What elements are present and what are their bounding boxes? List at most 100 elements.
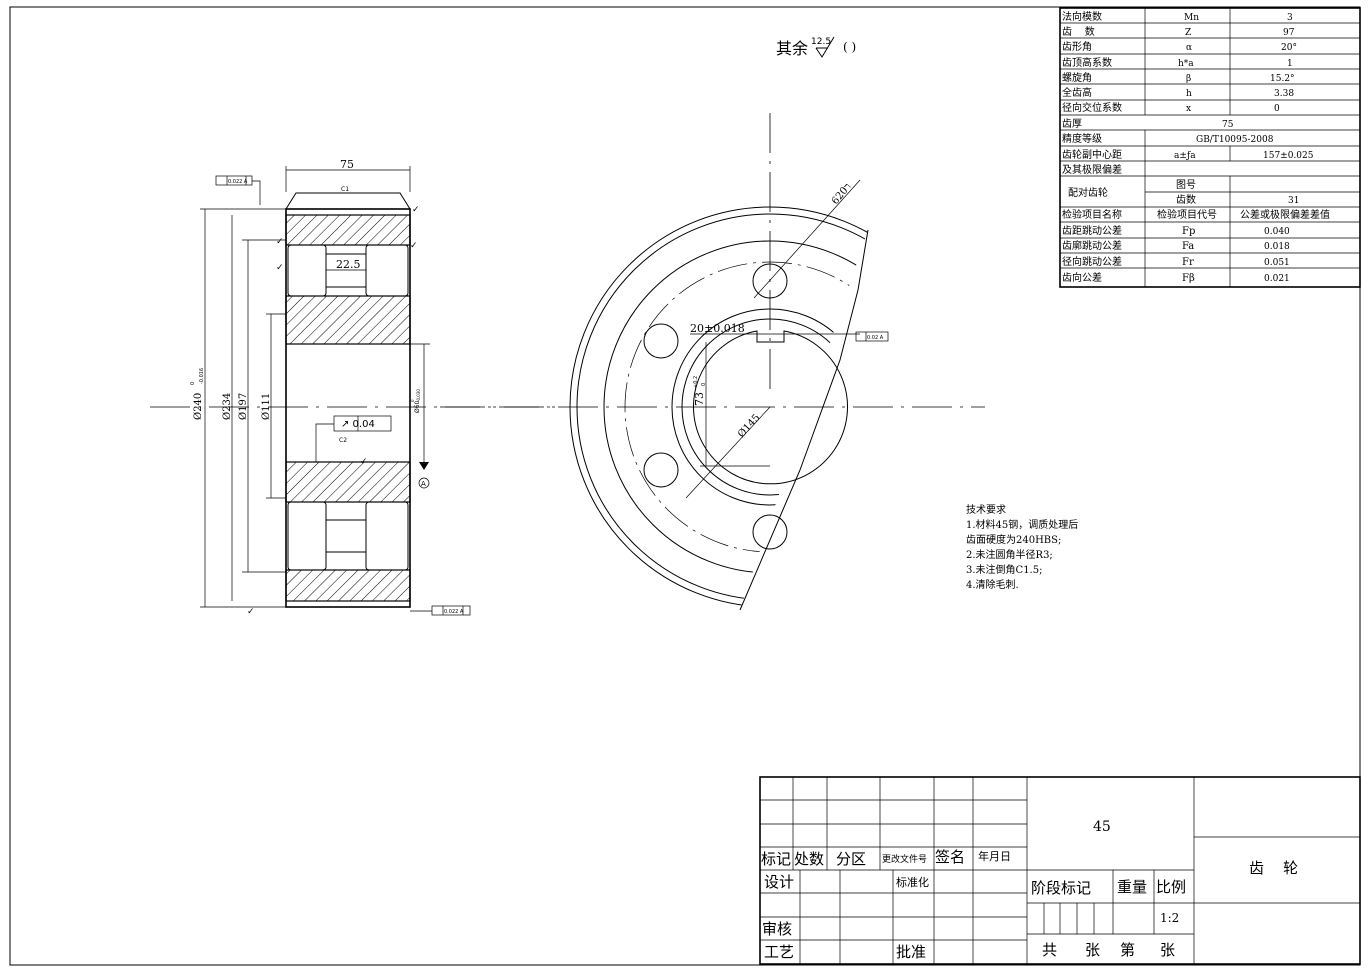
gear-table: 法向模数 Mn 3 齿 数 Z 97 齿形角 α 20° 齿顶高系数 h*a 1… <box>1059 7 1361 288</box>
tb-count: 处数 <box>794 850 824 868</box>
tech-line-5: 4.清除毛刺. <box>966 578 1019 591</box>
mating-name: 配对齿轮 <box>1068 186 1108 199</box>
holes-dim: 6ר20 <box>830 181 854 207</box>
mating-drawing-label: 图号 <box>1176 179 1196 191</box>
tech-line-4: 3.未注倒角C1.5; <box>966 563 1042 576</box>
slot-dim: 22.5 <box>336 258 361 271</box>
bore-tol-lower: -0.030 <box>416 389 421 402</box>
tech-line-3: 2.未注圆角半径R3; <box>966 548 1053 561</box>
svg-text:✓: ✓ <box>276 237 284 247</box>
svg-text:✓: ✓ <box>247 607 255 617</box>
tb-approve: 批准 <box>896 943 926 961</box>
tb-process: 工艺 <box>764 943 794 961</box>
tb-sheet-unit1: 张 <box>1085 941 1100 959</box>
center-sym: a±ƒa <box>1174 151 1196 161</box>
param-name-5: 全齿高 <box>1062 86 1092 99</box>
inspect-h-code: 检验项目代号 <box>1157 208 1217 221</box>
center-val: 157±0.025 <box>1263 151 1314 161</box>
sym-box: 0.02 A <box>867 335 884 341</box>
tech-title: 技术要求 <box>966 503 1006 516</box>
tb-sheet-no: 第 <box>1120 941 1135 959</box>
tech-requirements: 技术要求 1.材料45钢，调质处理后 齿面硬度为240HBS; 2.未注圆角半径… <box>966 503 1078 591</box>
inspect-name-3: 齿向公差 <box>1062 271 1102 284</box>
param-sym-3: h*a <box>1178 59 1194 69</box>
svg-text:✓: ✓ <box>360 457 368 467</box>
tb-weight: 重量 <box>1117 878 1147 896</box>
title-block: 标记 处数 分区 更改文件号 签名 年月日 设计 标准化 审核 工艺 批准 45… <box>759 776 1361 965</box>
param-name-3: 齿顶高系数 <box>1062 56 1112 69</box>
tech-line-2: 齿面硬度为240HBS; <box>966 533 1061 546</box>
param-sym-2: α <box>1186 43 1192 53</box>
sheet-border <box>9 6 1361 966</box>
bolt-circle: Ø145 <box>736 412 762 440</box>
dia-outer: Ø240 <box>193 393 204 420</box>
keyway-tol-lower: 0 <box>701 383 707 386</box>
section-view: 75 C1 22.5 Ø240 0 -0.016 Ø234 Ø197 Ø111 … <box>150 158 560 617</box>
accuracy-name: 精度等级 <box>1062 132 1102 145</box>
tb-doc-no: 更改文件号 <box>882 853 927 865</box>
keyway-width: 20±0.018 <box>690 322 745 335</box>
inspect-name-1: 齿廓跳动公差 <box>1062 239 1122 252</box>
runout-bottom: 0.022 A <box>444 609 464 615</box>
tb-review: 审核 <box>762 920 792 938</box>
chamfer-c1: C1 <box>341 186 349 193</box>
param-val-3: 1 <box>1287 59 1293 69</box>
dia-outer-tol-upper: 0 <box>190 382 196 385</box>
inspect-h-name: 检验项目名称 <box>1062 208 1122 221</box>
front-view: 6ר20 20±0.018 0.02 A 73 +0.2 0 Ø145 <box>440 113 985 611</box>
param-name-6: 径向交位系数 <box>1062 101 1122 114</box>
tb-date: 年月日 <box>978 849 1011 863</box>
datum-a: A <box>421 480 426 488</box>
keyway-tol-upper: +0.2 <box>693 376 699 388</box>
inspect-code-2: Fr <box>1182 257 1194 268</box>
tb-design: 设计 <box>764 873 794 891</box>
param-name-2: 齿形角 <box>1062 41 1092 53</box>
mating-teeth: 31 <box>1288 196 1299 206</box>
svg-text:✓: ✓ <box>412 205 420 215</box>
bore-dia: Ø60 <box>414 400 421 413</box>
tb-standard: 标准化 <box>896 875 929 889</box>
svg-text:( ): ( ) <box>843 40 856 54</box>
param-val-5: 3.38 <box>1274 89 1294 99</box>
tb-ratio-label: 比例 <box>1156 878 1186 896</box>
dia-outer-tol-lower: -0.016 <box>199 368 205 384</box>
dia-111: Ø111 <box>261 393 272 420</box>
inspect-val-1: 0.018 <box>1264 242 1290 252</box>
inspect-code-1: Fa <box>1182 241 1194 252</box>
param-name-1: 齿 数 <box>1062 25 1095 38</box>
thickness-val: 75 <box>1222 120 1234 130</box>
center-name-2: 及其极限偏差 <box>1062 163 1122 176</box>
param-sym-6: x <box>1186 104 1191 114</box>
inspect-h-value: 公差或极限偏差差值 <box>1240 208 1330 221</box>
tb-sign: 签名 <box>935 848 965 866</box>
tb-part-name: 齿 轮 <box>1249 859 1298 877</box>
tb-material: 45 <box>1093 819 1111 835</box>
svg-text:✓: ✓ <box>410 241 418 251</box>
param-sym-0: Mn <box>1184 13 1199 23</box>
inspect-val-2: 0.051 <box>1264 258 1290 268</box>
svg-text:✓: ✓ <box>276 263 284 273</box>
bore-tol-upper: 0 <box>410 399 415 402</box>
tb-ratio: 1:2 <box>1160 911 1179 925</box>
inspect-name-0: 齿距跳动公差 <box>1062 224 1122 237</box>
tb-stage: 阶段标记 <box>1031 879 1091 897</box>
tb-sheet-unit2: 张 <box>1160 941 1175 959</box>
inspect-code-3: Fβ <box>1182 273 1195 284</box>
param-val-1: 97 <box>1283 28 1295 38</box>
param-sym-1: Z <box>1185 28 1191 38</box>
keyway-depth: 73 <box>693 392 706 406</box>
runout-box: ↗ 0.04 <box>341 419 375 430</box>
param-val-6: 0 <box>1274 104 1280 114</box>
param-name-0: 法向模数 <box>1062 10 1102 23</box>
dia-197: Ø197 <box>238 393 249 420</box>
param-val-0: 3 <box>1287 13 1293 23</box>
param-name-4: 螺旋角 <box>1062 71 1092 84</box>
param-val-2: 20° <box>1281 43 1297 53</box>
inspect-val-0: 0.040 <box>1264 227 1290 237</box>
svg-text:12.5: 12.5 <box>811 37 831 47</box>
tb-zone: 分区 <box>836 850 866 868</box>
dia-234: Ø234 <box>222 393 233 420</box>
param-sym-4: β <box>1186 74 1191 84</box>
thickness-name: 齿厚 <box>1062 118 1082 130</box>
